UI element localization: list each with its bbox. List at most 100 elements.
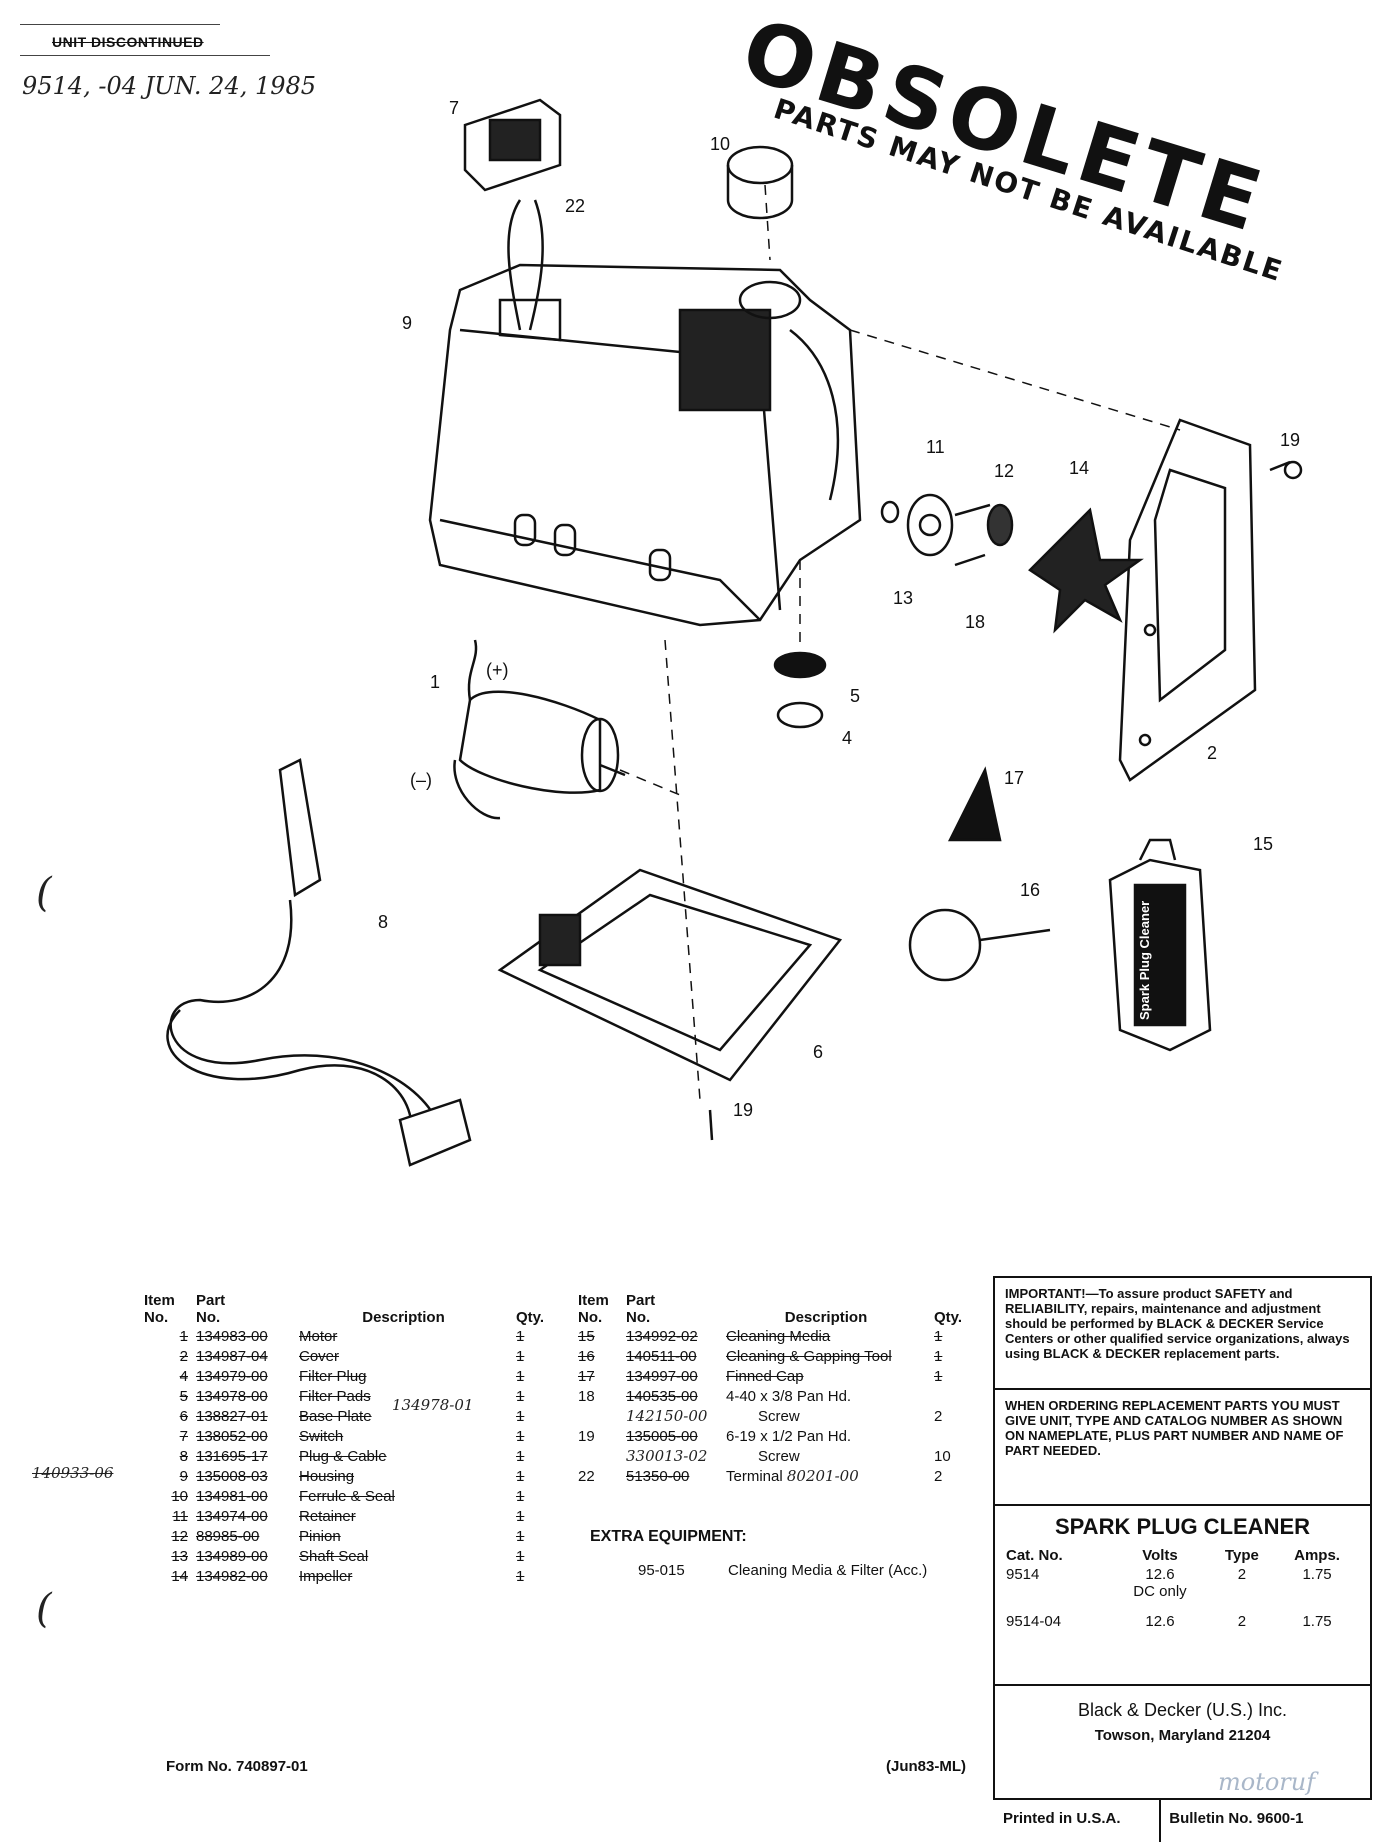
unit-discontinued-stamp: UNIT DISCONTINUED (52, 34, 204, 50)
item-no: 11 (172, 1507, 188, 1525)
description: Shaft Seal (299, 1547, 369, 1565)
part-no: 140535-00 (626, 1387, 698, 1405)
callout-6: 6 (813, 1042, 824, 1062)
part-no: 131695-17 (196, 1447, 268, 1465)
dc-plug (398, 1098, 472, 1167)
spec-volts: 12.6 (1145, 1613, 1175, 1630)
watermark: motoruf (1218, 1768, 1316, 1796)
description: Pinion (299, 1527, 341, 1545)
handwritten-note-filter-pads: 134978-01 (392, 1396, 474, 1414)
filter-pad-part (773, 651, 827, 679)
spec-col-amps: Amps. (1294, 1547, 1340, 1564)
qty: 1 (516, 1487, 525, 1505)
description: Cleaning Media (726, 1327, 831, 1345)
qty: 2 (934, 1407, 943, 1425)
gapping-tool-part (908, 908, 982, 982)
spec-type: 2 (1237, 1566, 1247, 1583)
qty: 1 (516, 1527, 525, 1545)
callout-7: 7 (449, 98, 460, 118)
finned-cap-part (947, 766, 1002, 842)
callout-19-top: 19 (1280, 430, 1301, 450)
table-row: 15 134992-02 Cleaning Media 1 (574, 1326, 974, 1346)
extra-equipment-title: EXTRA EQUIPMENT: (590, 1528, 747, 1545)
qty: 2 (934, 1467, 943, 1485)
part-no: 134983-00 (196, 1327, 268, 1345)
callout-16: 16 (1020, 880, 1041, 900)
callout-22: 22 (565, 196, 586, 216)
col-description: Description (362, 1309, 445, 1326)
retainer-part (906, 493, 954, 557)
item-no: 10 (171, 1487, 188, 1505)
qty: 1 (934, 1347, 943, 1365)
part-no: 134997-00 (626, 1367, 698, 1385)
parts-table-right: Item No. Part No. Description Qty. 15 13… (574, 1292, 974, 1486)
table-row: 142150-00 Screw 2 (574, 1406, 974, 1426)
col-qty: Qty. (516, 1309, 545, 1326)
col-qty: Qty. (934, 1309, 963, 1326)
item-no: 4 (179, 1367, 188, 1385)
cover-part (1118, 418, 1257, 782)
description: Base Plate (299, 1407, 372, 1425)
spec-table: Cat. No. Volts Type Amps. 9514 12.6 DC o… (1005, 1546, 1360, 1631)
spec-table-header: Cat. No. Volts Type Amps. (1005, 1546, 1360, 1565)
part-no: 140511-00 (626, 1347, 697, 1365)
margin-bracket-1: ( (36, 870, 52, 916)
item-no: 18 (578, 1387, 595, 1405)
margin-bracket-2: ( (36, 1586, 52, 1632)
part-no: 138052-00 (196, 1427, 268, 1445)
item-no: 19 (578, 1427, 595, 1445)
printed-in: Printed in U.S.A. (995, 1800, 1162, 1842)
info-box: IMPORTANT!—To assure product SAFETY and … (993, 1276, 1372, 1842)
part-no: 135005-00 (626, 1427, 698, 1445)
qty: 1 (516, 1367, 525, 1385)
spec-col-cat: Cat. No. (1006, 1547, 1063, 1564)
part-no: 134979-00 (196, 1367, 268, 1385)
plug-cable-part (278, 758, 322, 898)
description: Switch (299, 1427, 344, 1445)
date-code: (Jun83-ML) (886, 1758, 966, 1775)
table-row: 18 140535-00 4-40 x 3/8 Pan Hd. (574, 1386, 974, 1406)
filter-plug-part (776, 701, 824, 729)
handwritten-part-no: 80201-00 (786, 1467, 859, 1485)
table-row: 330013-02 Screw 10 (574, 1446, 974, 1466)
company-address: Towson, Maryland 21204 (1094, 1727, 1271, 1744)
part-no: 135008-03 (196, 1467, 268, 1485)
description: Filter Pads (299, 1387, 371, 1405)
handwritten-prefix-row8: 140933-06 (32, 1464, 114, 1482)
impeller-part (1028, 507, 1144, 634)
callout-2: 2 (1207, 743, 1218, 763)
part-no: 138827-01 (196, 1407, 268, 1425)
callout-1: 1 (430, 672, 441, 692)
bulletin-no: Bulletin No. 9600-1 (1169, 1810, 1304, 1827)
table-row: 16 140511-00 Cleaning & Gapping Tool 1 (574, 1346, 974, 1366)
item-no: 12 (171, 1527, 188, 1545)
polarity-positive: (+) (486, 660, 509, 680)
part-no: 134974-00 (196, 1507, 268, 1525)
motor-part (458, 690, 602, 794)
callout-12: 12 (994, 461, 1015, 481)
part-no: 134978-00 (196, 1387, 268, 1405)
callout-8: 8 (378, 912, 389, 932)
qty: 1 (516, 1567, 525, 1585)
description: Filter Plug (299, 1367, 367, 1385)
print-bulletin-row: Printed in U.S.A. Bulletin No. 9600-1 (995, 1800, 1370, 1842)
item-no: 6 (179, 1407, 188, 1425)
callout-18: 18 (965, 612, 986, 632)
extra-equipment-part-no: 95-015 (638, 1562, 685, 1579)
description: 4-40 x 3/8 Pan Hd. (726, 1387, 852, 1405)
part-no: 134982-00 (196, 1567, 268, 1585)
item-no: 17 (578, 1367, 595, 1385)
item-no: 9 (179, 1467, 188, 1485)
item-no: 22 (578, 1467, 595, 1485)
description: Ferrule & Seal (299, 1487, 395, 1505)
col-item: Item No. (144, 1292, 175, 1326)
description: Retainer (299, 1507, 356, 1525)
description: Impeller (299, 1567, 353, 1585)
callout-15: 15 (1253, 834, 1274, 854)
